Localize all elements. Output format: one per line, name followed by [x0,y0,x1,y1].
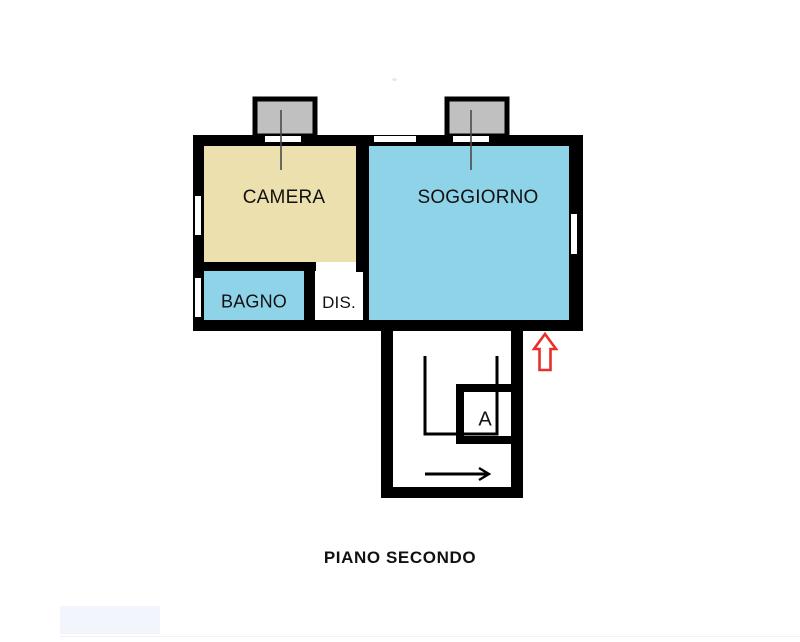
scan-artifact-dot [392,78,397,81]
window-top-camera [265,136,301,142]
interior-wall-dis-top-right [356,262,369,272]
room-label-dis: DIS. [322,293,356,312]
room-label-bagno: BAGNO [220,291,288,312]
room-label-camera: CAMERA [242,187,326,208]
stairwell-label: A [478,408,492,431]
room-label-soggiorno: SOGGIORNO [417,187,539,208]
interior-wall-camera-bagno [204,262,316,271]
up-arrow-icon [531,331,559,372]
exterior-wall-bottom [193,320,583,331]
room-fill-soggiorno [369,144,569,322]
stair-core-outline [456,384,511,444]
scan-artifact-box [60,606,160,634]
stairwell-wall-right-upper [511,331,523,439]
room-fill-bagno [204,271,304,321]
balcony-right [444,96,510,139]
stairwell-wall-right-lower [511,439,523,498]
stairwell-wall-bottom [381,487,523,498]
window-left-camera [195,196,201,235]
room-fill-camera [204,144,356,262]
window-top-middle [374,136,416,142]
stair-direction-arrowhead [478,466,492,482]
window-right-soggiorno [571,214,577,254]
interior-wall-dis-soggiorno [363,272,369,321]
scan-artifact-line [60,636,800,637]
interior-wall-bagno-dis [304,271,315,321]
window-left-bagno [195,278,201,317]
room-fill-dis [315,264,363,322]
floor-caption: PIANO SECONDO [323,548,477,567]
interior-wall-camera-soggiorno [356,144,369,266]
balcony-left [252,96,318,139]
stairwell-wall-left [381,331,393,498]
